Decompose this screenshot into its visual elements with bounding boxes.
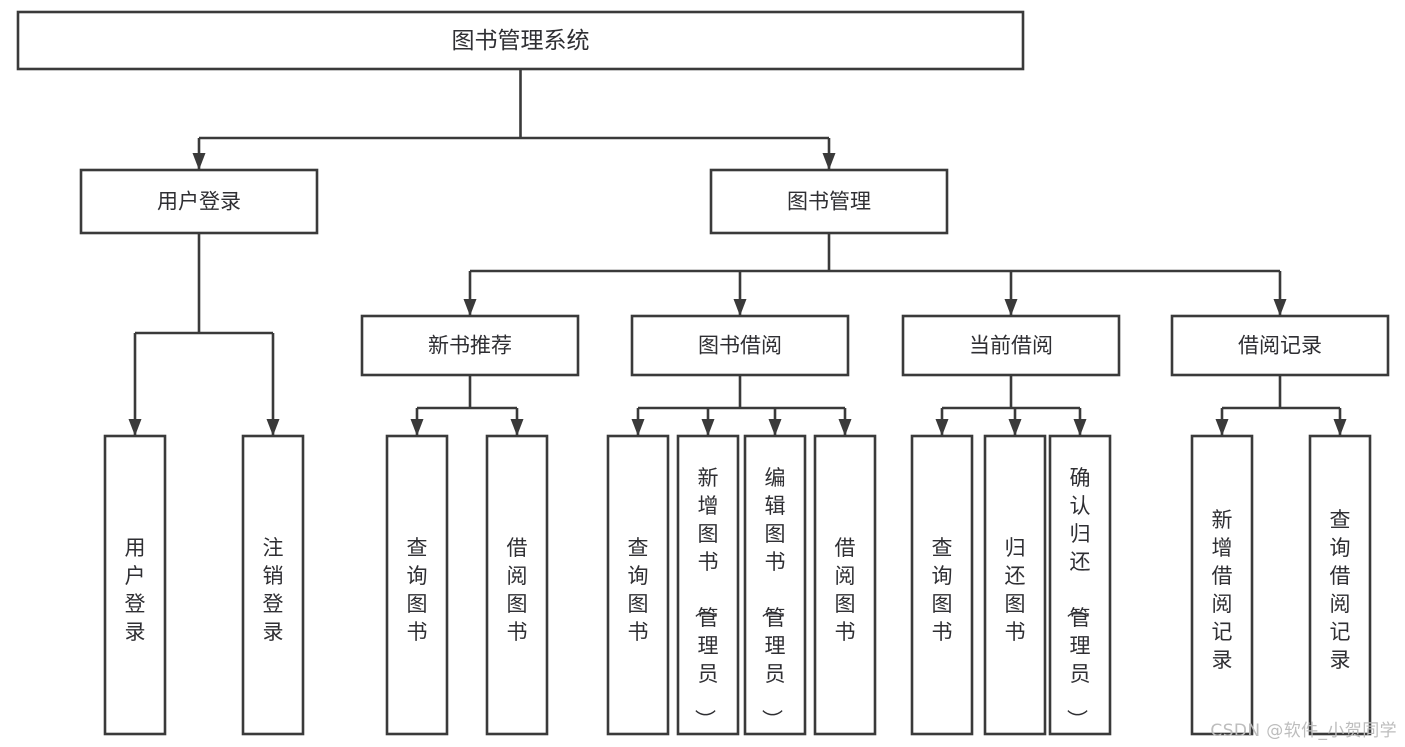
node-leaf-query-record[interactable]: 查询借阅记录 (1308, 434, 1372, 736)
node-book-manage-label: 图书管理 (787, 190, 871, 214)
arrow-icon-book-manage-to-current-borrow (1004, 299, 1018, 316)
node-user-login-label: 用户登录 (157, 190, 241, 214)
arrow-icon-book-borrow-to-leaf-borrow-book-2 (838, 419, 852, 436)
node-leaf-edit-book-rect (743, 434, 807, 736)
node-leaf-query-book-3-rect (910, 434, 974, 736)
arrow-icon-borrow-record-to-leaf-add-record (1215, 419, 1229, 436)
node-leaf-query-book-2[interactable]: 查询图书 (606, 434, 670, 736)
node-leaf-return-book-rect (983, 434, 1047, 736)
node-current-borrow-rect (901, 314, 1121, 377)
node-leaf-edit-book-label: 编辑图书（管理员） (760, 466, 786, 730)
connector-layer (128, 69, 1347, 436)
node-current-borrow-label: 当前借阅 (969, 334, 1053, 358)
node-layer: 图书管理系统用户登录图书管理新书推荐图书借阅当前借阅借阅记录用户登录注销登录查询… (16, 10, 1390, 736)
node-leaf-add-book-rect (676, 434, 740, 736)
node-leaf-edit-book[interactable]: 编辑图书（管理员） (743, 434, 807, 736)
node-leaf-borrow-book-1-rect (485, 434, 549, 736)
node-leaf-return-book-label: 归还图书 (1005, 536, 1026, 644)
arrow-icon-root-to-book-manage (822, 153, 836, 170)
node-leaf-query-book-1-rect (385, 434, 449, 736)
node-leaf-confirm-return-rect (1048, 434, 1112, 736)
node-leaf-user-login-label: 用户登录 (125, 536, 146, 644)
node-leaf-user-login[interactable]: 用户登录 (103, 434, 167, 736)
node-leaf-borrow-book-1-label: 借阅图书 (507, 536, 528, 644)
node-root-rect (16, 10, 1025, 71)
node-leaf-add-record[interactable]: 新增借阅记录 (1190, 434, 1254, 736)
node-leaf-user-logout-rect (241, 434, 305, 736)
node-leaf-query-book-1[interactable]: 查询图书 (385, 434, 449, 736)
node-leaf-confirm-return[interactable]: 确认归还（管理员） (1048, 434, 1112, 736)
node-leaf-confirm-return-label: 确认归还（管理员） (1065, 466, 1091, 730)
node-leaf-user-logout[interactable]: 注销登录 (241, 434, 305, 736)
node-book-borrow-rect (630, 314, 850, 377)
node-leaf-borrow-book-2-label: 借阅图书 (835, 536, 856, 644)
node-book-borrow[interactable]: 图书借阅 (630, 314, 850, 377)
node-user-login[interactable]: 用户登录 (79, 168, 319, 235)
arrow-icon-user-login-to-leaf-user-logout (266, 419, 280, 436)
arrow-icon-book-borrow-to-leaf-query-book-2 (631, 419, 645, 436)
arrow-icon-root-to-user-login (192, 153, 206, 170)
node-leaf-query-record-rect (1308, 434, 1372, 736)
arrow-icon-current-borrow-to-leaf-query-book-3 (935, 419, 949, 436)
node-leaf-add-record-label: 新增借阅记录 (1212, 508, 1233, 672)
node-leaf-add-book-label: 新增图书（管理员） (693, 466, 719, 730)
node-leaf-query-book-2-rect (606, 434, 670, 736)
node-leaf-borrow-book-2[interactable]: 借阅图书 (813, 434, 877, 736)
node-leaf-add-book[interactable]: 新增图书（管理员） (676, 434, 740, 736)
node-borrow-record-rect (1170, 314, 1390, 377)
node-leaf-user-login-rect (103, 434, 167, 736)
arrow-icon-book-borrow-to-leaf-edit-book (768, 419, 782, 436)
node-root-label: 图书管理系统 (452, 28, 590, 54)
arrow-icon-new-book-rec-to-leaf-query-book-1 (410, 419, 424, 436)
node-new-book-rec-label: 新书推荐 (428, 334, 512, 358)
node-user-login-rect (79, 168, 319, 235)
node-leaf-query-book-2-label: 查询图书 (628, 536, 649, 644)
arrow-icon-current-borrow-to-leaf-confirm-return (1073, 419, 1087, 436)
arrow-icon-new-book-rec-to-leaf-borrow-book-1 (510, 419, 524, 436)
node-book-borrow-label: 图书借阅 (698, 334, 782, 358)
node-leaf-add-record-rect (1190, 434, 1254, 736)
node-leaf-query-book-3-label: 查询图书 (932, 536, 953, 644)
node-leaf-query-record-label: 查询借阅记录 (1330, 508, 1351, 672)
node-leaf-borrow-book-1[interactable]: 借阅图书 (485, 434, 549, 736)
node-current-borrow[interactable]: 当前借阅 (901, 314, 1121, 377)
arrow-icon-borrow-record-to-leaf-query-record (1333, 419, 1347, 436)
node-leaf-query-book-3[interactable]: 查询图书 (910, 434, 974, 736)
node-leaf-user-logout-label: 注销登录 (263, 536, 284, 644)
arrow-icon-book-manage-to-borrow-record (1273, 299, 1287, 316)
arrow-icon-current-borrow-to-leaf-return-book (1008, 419, 1022, 436)
arrow-icon-user-login-to-leaf-user-login (128, 419, 142, 436)
arrow-icon-book-borrow-to-leaf-add-book (701, 419, 715, 436)
arrow-icon-book-manage-to-book-borrow (733, 299, 747, 316)
node-leaf-query-book-1-label: 查询图书 (407, 536, 428, 644)
node-new-book-rec[interactable]: 新书推荐 (360, 314, 580, 377)
node-new-book-rec-rect (360, 314, 580, 377)
watermark-text: CSDN @软件_小贺同学 (1210, 721, 1397, 741)
arrow-icon-book-manage-to-new-book-rec (463, 299, 477, 316)
node-book-manage[interactable]: 图书管理 (709, 168, 949, 235)
node-root[interactable]: 图书管理系统 (16, 10, 1025, 71)
node-borrow-record[interactable]: 借阅记录 (1170, 314, 1390, 377)
node-borrow-record-label: 借阅记录 (1238, 334, 1322, 358)
node-leaf-borrow-book-2-rect (813, 434, 877, 736)
node-book-manage-rect (709, 168, 949, 235)
node-leaf-return-book[interactable]: 归还图书 (983, 434, 1047, 736)
